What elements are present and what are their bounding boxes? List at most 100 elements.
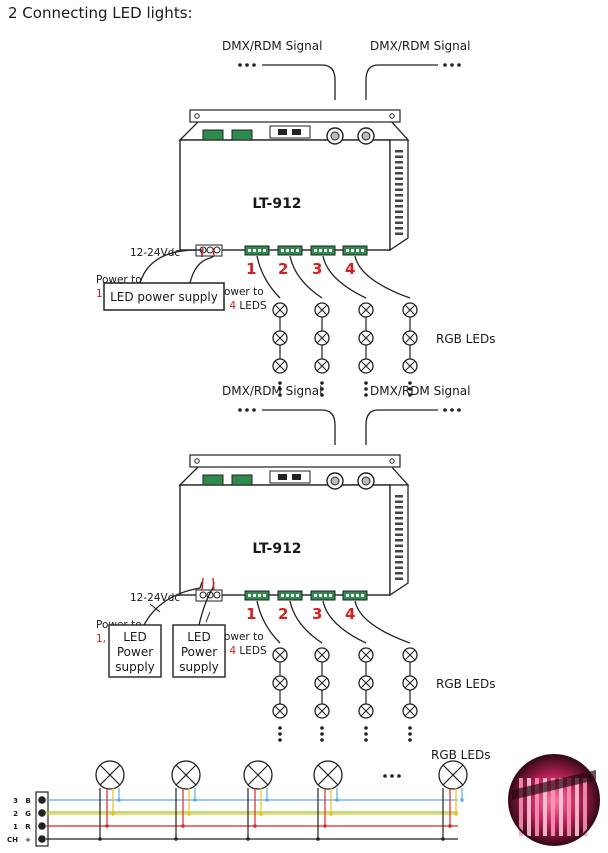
vent-slot bbox=[395, 495, 403, 498]
terminal-pin bbox=[361, 594, 364, 597]
vent-slot bbox=[395, 205, 403, 208]
vent-slot bbox=[395, 150, 403, 153]
vent-slot bbox=[395, 210, 403, 213]
pin-contact bbox=[38, 796, 46, 804]
signal-label-right: DMX/RDM Signal bbox=[370, 39, 470, 53]
ellipsis-dot bbox=[408, 393, 412, 397]
terminal-pin bbox=[346, 594, 349, 597]
voltage-label: 12-24Vdc bbox=[130, 247, 180, 259]
led-cross bbox=[360, 677, 372, 689]
facade-led-strip bbox=[551, 778, 555, 836]
power-supply-label: LED power supply bbox=[110, 290, 218, 304]
led-cross bbox=[316, 360, 328, 372]
terminal-pin bbox=[329, 249, 332, 252]
terminal-pin bbox=[281, 594, 284, 597]
output-terminal bbox=[342, 590, 368, 601]
wire-junction bbox=[335, 798, 339, 802]
led-cross bbox=[175, 764, 197, 786]
power-supply-a-box bbox=[108, 624, 162, 678]
device-front bbox=[179, 484, 391, 596]
terminal-pin bbox=[319, 249, 322, 252]
ellipsis-dot bbox=[364, 732, 368, 736]
terminal-pin bbox=[286, 594, 289, 597]
wire-junction bbox=[174, 837, 178, 841]
ellipsis-dot bbox=[383, 774, 387, 778]
pin-name: G bbox=[25, 810, 31, 818]
power-supply-a-line: LED bbox=[123, 630, 147, 644]
led-cross bbox=[404, 649, 416, 661]
facade-led-strip bbox=[543, 778, 547, 836]
wire-junction bbox=[253, 824, 257, 828]
led-cross bbox=[442, 764, 464, 786]
ellipsis-dot bbox=[245, 63, 249, 67]
power-supply-a-line: Power bbox=[117, 645, 153, 659]
vent-slot bbox=[395, 199, 403, 202]
vent-slot bbox=[395, 166, 403, 169]
power-supply-b-line: LED bbox=[187, 630, 211, 644]
rgb-leds-label: RGB LEDs bbox=[436, 677, 495, 691]
led-cross bbox=[404, 304, 416, 316]
rj45-socket bbox=[292, 474, 301, 480]
output-terminal bbox=[310, 590, 336, 601]
led-cross bbox=[316, 304, 328, 316]
ellipsis-dot bbox=[252, 408, 256, 412]
led-cross bbox=[274, 649, 286, 661]
pin-name: B bbox=[25, 797, 30, 805]
vent-slot bbox=[395, 572, 403, 575]
channel-number-2: 2 bbox=[278, 260, 288, 278]
ellipsis-dot bbox=[443, 408, 447, 412]
output-terminal bbox=[310, 245, 336, 256]
mounting-flange bbox=[189, 454, 401, 468]
ellipsis-dot bbox=[278, 726, 282, 730]
vent-slot bbox=[395, 533, 403, 536]
ellipsis-dot bbox=[408, 381, 412, 385]
terminal-pin bbox=[291, 594, 294, 597]
led-cross bbox=[404, 360, 416, 372]
ellipsis-dot bbox=[364, 726, 368, 730]
output-terminal bbox=[277, 245, 303, 256]
vent-slot bbox=[395, 561, 403, 564]
ellipsis-dot bbox=[390, 774, 394, 778]
terminal-pin bbox=[314, 249, 317, 252]
facade-led-strip bbox=[535, 778, 539, 836]
wire-junction bbox=[117, 798, 121, 802]
ellipsis-dot bbox=[397, 774, 401, 778]
ellipsis-dot bbox=[320, 387, 324, 391]
output-cable bbox=[289, 600, 323, 644]
terminal-pin bbox=[248, 594, 251, 597]
wire-junction bbox=[316, 837, 320, 841]
terminal-pin bbox=[361, 249, 364, 252]
terminal-pin bbox=[351, 594, 354, 597]
channel-number-4: 4 bbox=[345, 605, 355, 623]
ellipsis-dot bbox=[252, 63, 256, 67]
power-cable-b bbox=[189, 255, 215, 284]
power-to-label-2: Power to bbox=[218, 631, 264, 643]
ellipsis-dot bbox=[278, 387, 282, 391]
led-cross bbox=[404, 332, 416, 344]
section-heading: 2 Connecting LED lights: bbox=[8, 4, 193, 22]
device-name: LT-912 bbox=[252, 541, 301, 557]
pin-number: 3 bbox=[13, 797, 18, 805]
facade-led-strip bbox=[567, 778, 571, 836]
rgb-leds-label: RGB LEDs bbox=[436, 332, 495, 346]
wire-junction bbox=[329, 812, 333, 816]
terminal-pin bbox=[356, 249, 359, 252]
led-cross bbox=[99, 764, 121, 786]
vent-slot bbox=[395, 517, 403, 520]
terminal-pin bbox=[346, 249, 349, 252]
power-wire-red bbox=[201, 247, 215, 257]
terminal-pin bbox=[253, 594, 256, 597]
signal-wire-left bbox=[262, 409, 336, 445]
ellipsis-dot bbox=[364, 381, 368, 385]
ellipsis-dot bbox=[320, 732, 324, 736]
ellipsis-dot bbox=[364, 393, 368, 397]
led-cross bbox=[316, 332, 328, 344]
power-to-text: Power to bbox=[218, 286, 264, 298]
ellipsis-dot bbox=[245, 408, 249, 412]
led-cross bbox=[404, 705, 416, 717]
ellipsis-dot bbox=[320, 381, 324, 385]
facade-led-strip bbox=[575, 778, 579, 836]
ellipsis-dot bbox=[408, 387, 412, 391]
label-arrow bbox=[149, 603, 161, 613]
pin-number: 1 bbox=[13, 823, 18, 831]
